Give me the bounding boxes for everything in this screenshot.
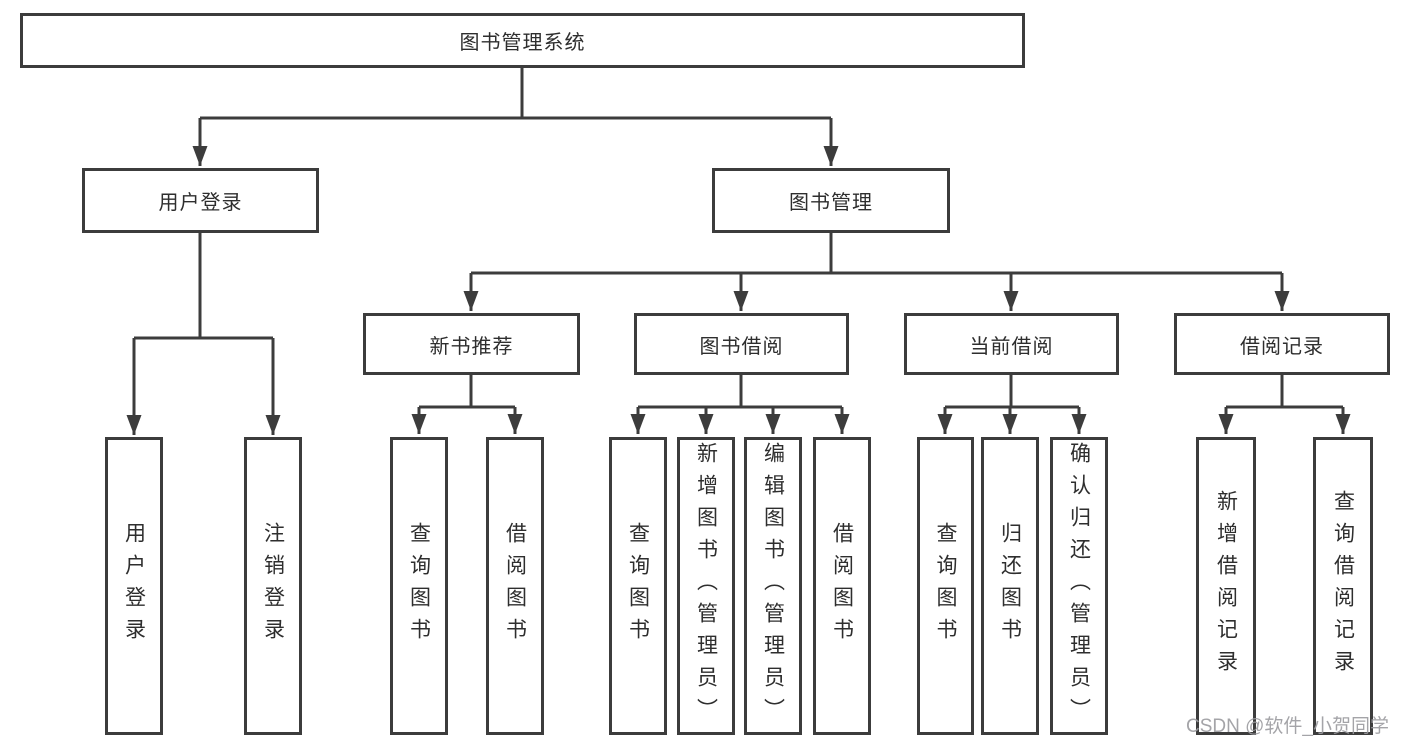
node-user-login: 用户登录 — [82, 168, 319, 233]
leaf-borrow-query-books: 查询图书 — [609, 437, 667, 735]
leaf-records-query-record-label: 查询借阅记录 — [1331, 490, 1355, 682]
leaf-user-login-label: 用户登录 — [122, 522, 146, 650]
leaf-logout-label: 注销登录 — [261, 522, 285, 650]
leaf-current-query-books: 查询图书 — [917, 437, 974, 735]
leaf-current-confirm-return-admin: 确认归还（管理员） — [1050, 437, 1108, 735]
node-book-management: 图书管理 — [712, 168, 950, 233]
node-book-management-label: 图书管理 — [789, 192, 873, 214]
node-book-borrowing-label: 图书借阅 — [699, 335, 784, 358]
leaf-current-query-books-label: 查询图书 — [934, 522, 957, 650]
leaf-newbooks-borrow-books-label: 借阅图书 — [503, 522, 527, 650]
leaf-records-add-record-label: 新增借阅记录 — [1214, 490, 1238, 682]
leaf-logout: 注销登录 — [244, 437, 302, 735]
leaf-borrow-add-books-admin: 新增图书（管理员） — [677, 437, 735, 735]
node-library-management-system: 图书管理系统 — [20, 13, 1025, 68]
leaf-user-login: 用户登录 — [105, 437, 163, 735]
node-new-book-recommend: 新书推荐 — [363, 313, 580, 375]
node-book-borrowing: 图书借阅 — [634, 313, 849, 375]
node-library-management-system-label: 图书管理系统 — [459, 32, 586, 54]
leaf-newbooks-borrow-books: 借阅图书 — [486, 437, 544, 735]
node-user-login-label: 用户登录 — [158, 192, 243, 214]
leaf-borrow-edit-books-admin-label: 编辑图书（管理员） — [761, 442, 785, 730]
leaf-newbooks-query-books-label: 查询图书 — [407, 522, 431, 650]
leaf-records-query-record: 查询借阅记录 — [1313, 437, 1373, 735]
node-current-borrowing-label: 当前借阅 — [969, 335, 1054, 358]
leaf-borrow-borrow-books-label: 借阅图书 — [830, 522, 854, 650]
node-new-book-recommend-label: 新书推荐 — [429, 335, 514, 358]
leaf-current-return-books: 归还图书 — [981, 437, 1039, 735]
node-current-borrowing: 当前借阅 — [904, 313, 1119, 375]
leaf-records-add-record: 新增借阅记录 — [1196, 437, 1256, 735]
node-borrowing-records: 借阅记录 — [1174, 313, 1390, 375]
leaf-borrow-add-books-admin-label: 新增图书（管理员） — [694, 442, 718, 730]
csdn-watermark: CSDN @软件_小贺同学 — [1186, 716, 1389, 737]
leaf-newbooks-query-books: 查询图书 — [390, 437, 448, 735]
leaf-current-return-books-label: 归还图书 — [998, 522, 1022, 650]
node-borrowing-records-label: 借阅记录 — [1240, 335, 1324, 358]
leaf-borrow-borrow-books: 借阅图书 — [813, 437, 871, 735]
leaf-borrow-edit-books-admin: 编辑图书（管理员） — [744, 437, 802, 735]
leaf-current-confirm-return-admin-label: 确认归还（管理员） — [1067, 442, 1091, 730]
leaf-borrow-query-books-label: 查询图书 — [626, 522, 650, 650]
